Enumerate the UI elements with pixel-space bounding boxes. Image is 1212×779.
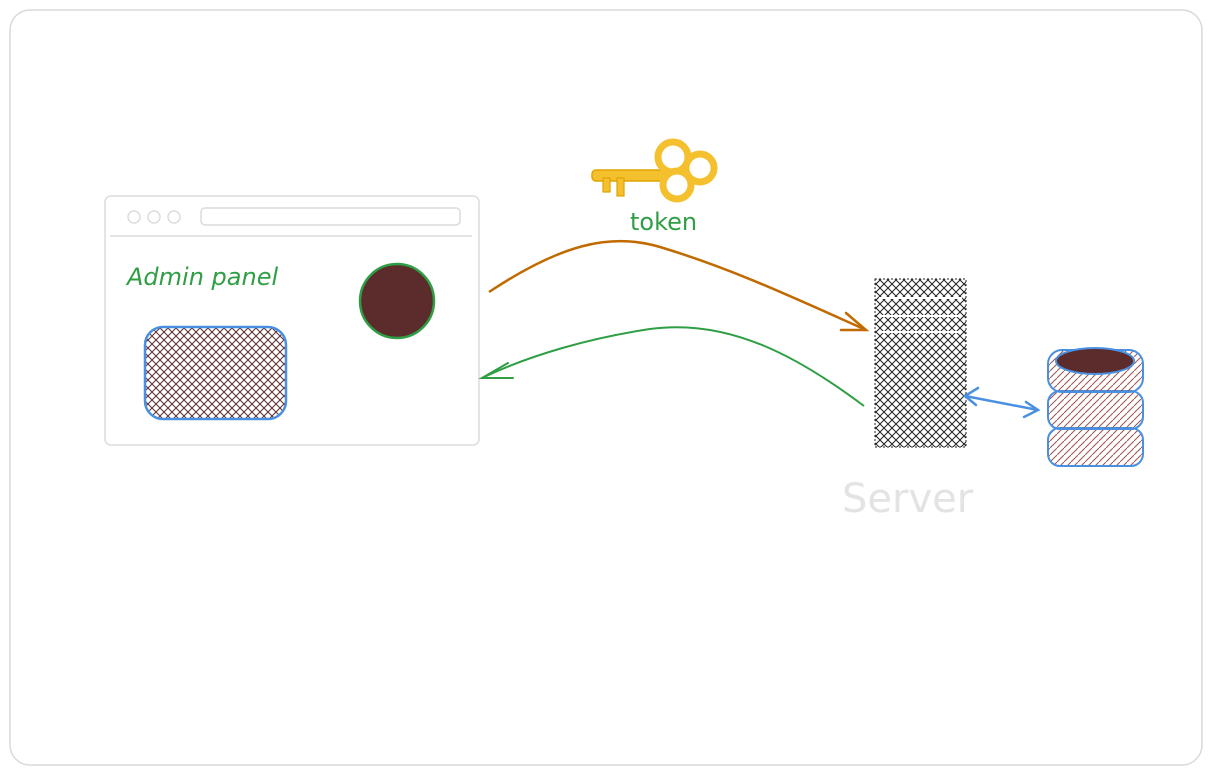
response-arrow	[478, 326, 865, 407]
admin-panel-label: Admin panel	[125, 263, 278, 291]
window-control-dot	[147, 210, 161, 224]
content-block	[143, 325, 288, 421]
token-label: token	[630, 208, 697, 236]
user-avatar	[358, 262, 436, 340]
database-icon	[1047, 347, 1144, 467]
server-icon	[874, 278, 967, 448]
window-control-dot	[167, 210, 181, 224]
key-icon	[591, 138, 718, 203]
canvas-frame	[9, 9, 1203, 766]
window-control-dot	[127, 210, 141, 224]
browser-window	[104, 195, 480, 446]
server-label: Server	[842, 476, 974, 522]
server-database-link	[962, 386, 1041, 419]
request-arrow	[488, 239, 870, 332]
address-bar	[200, 207, 461, 226]
